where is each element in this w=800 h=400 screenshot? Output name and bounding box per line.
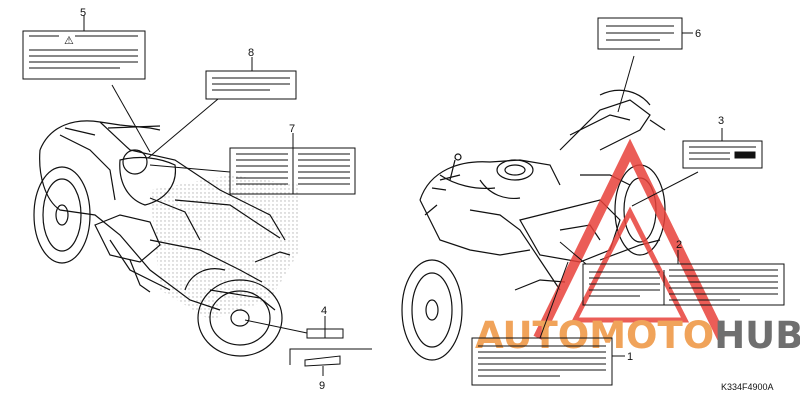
callout-1: 1 [627,351,633,363]
watermark: AUTOMOTOHUB [475,138,800,357]
label-5 [22,15,151,153]
callout-2: 2 [676,239,682,251]
label-9 [289,348,372,376]
callout-4: 4 [321,305,327,317]
callout-9: 9 [319,380,325,392]
svg-text:AUTOMOTOHUB: AUTOMOTOHUB [475,314,800,357]
callout-3: 3 [718,115,724,127]
watermark-part3: HUB [714,314,800,357]
callout-6: 6 [695,28,701,40]
callout-7: 7 [289,123,295,135]
callout-8: 8 [248,47,254,59]
motorcycle-left-illustration [33,120,300,357]
watermark-part2: MOTO [589,314,714,357]
watermark-part1: AUTO [475,314,589,357]
label-1 [471,261,625,386]
diagram-code: K334F4900A [721,382,774,392]
label-6 [597,17,693,113]
label-3 [631,128,763,207]
callout-5: 5 [80,7,86,19]
label-4 [244,316,344,339]
label-7 [149,133,356,195]
label-2 [559,241,785,306]
warning-icon: ⚠ [64,35,74,47]
label-8 [147,57,297,159]
